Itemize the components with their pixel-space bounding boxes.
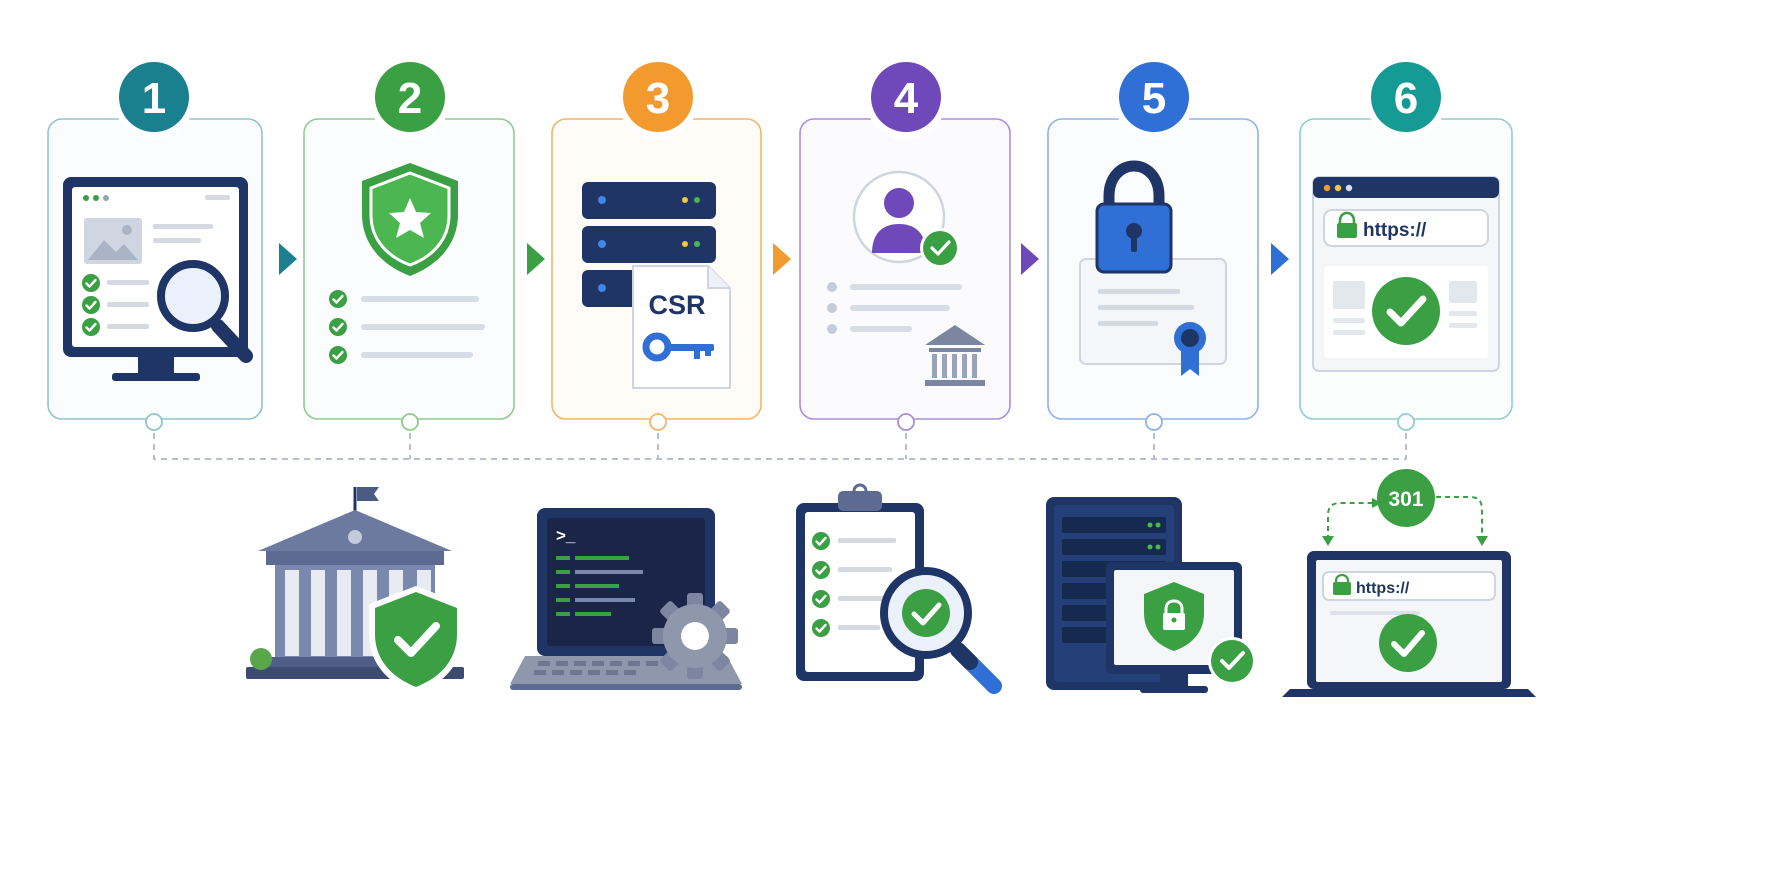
step-6-number: 6: [1394, 74, 1418, 123]
step-1-connector-dot: [145, 413, 163, 431]
step-5-card: 5: [1047, 60, 1259, 431]
step-3-card: 3 CSR: [551, 60, 762, 431]
dashed-connector: [153, 433, 1407, 460]
clipboard-magnifier-icon: [796, 483, 1002, 694]
checklist-lines: [327, 288, 485, 366]
arrow-3-to-4: [773, 243, 791, 275]
institution-shield-icon: [246, 487, 464, 694]
server-monitor-lock-icon: [1046, 497, 1256, 693]
step-2-card: 2: [303, 60, 515, 431]
https-address-text-bottom: https://: [1356, 580, 1410, 597]
server-csr-key-icon: CSR: [582, 182, 731, 389]
step-5-connector-dot: [1145, 413, 1163, 431]
laptop-redirect-https-icon: 301 https://: [1282, 469, 1536, 697]
step-2-connector-dot: [401, 413, 419, 431]
step-1-badge: 1: [114, 60, 194, 140]
step-6-badge: 6: [1366, 60, 1446, 140]
gear-icon: [652, 593, 738, 679]
step-5-badge: 5: [1114, 60, 1194, 140]
https-lock-icon-bottom: [1333, 573, 1351, 595]
browser-https-check-icon: https://: [1312, 176, 1500, 372]
step-6-connector-dot: [1397, 413, 1415, 431]
arrow-2-to-3: [527, 243, 545, 275]
step-3-number: 3: [646, 74, 670, 123]
step-1-card: 1: [47, 60, 263, 431]
https-lock-icon: [1337, 211, 1357, 238]
step-4-badge: 4: [866, 60, 946, 140]
terminal-prompt: >_: [556, 526, 576, 545]
step-4-connector-dot: [897, 413, 915, 431]
shield-star-icon: [362, 163, 458, 276]
https-address-text: https://: [1363, 220, 1427, 241]
arrow-5-to-6: [1271, 243, 1289, 275]
step-2-badge: 2: [370, 60, 450, 140]
user-verified-icon: [852, 170, 960, 268]
step-5-number: 5: [1142, 74, 1166, 123]
certificate-icon: [1079, 258, 1227, 376]
arrow-1-to-2: [279, 243, 297, 275]
bank-icon: [925, 325, 985, 386]
step-3-badge: 3: [618, 60, 698, 140]
laptop-terminal-gear-icon: >_: [510, 508, 742, 690]
redirect-code: 301: [1388, 488, 1423, 511]
monitor-search-icon: [63, 177, 253, 381]
step-2-number: 2: [398, 74, 422, 123]
csr-label: CSR: [648, 290, 705, 320]
step-4-card: 4: [799, 60, 1011, 431]
step-1-number: 1: [142, 74, 166, 123]
step-6-card: 6 https://: [1299, 60, 1513, 431]
detail-lines: [827, 282, 962, 334]
padlock-icon: [1095, 160, 1173, 274]
step-3-connector-dot: [649, 413, 667, 431]
arrow-4-to-5: [1021, 243, 1039, 275]
step-4-number: 4: [894, 74, 919, 123]
